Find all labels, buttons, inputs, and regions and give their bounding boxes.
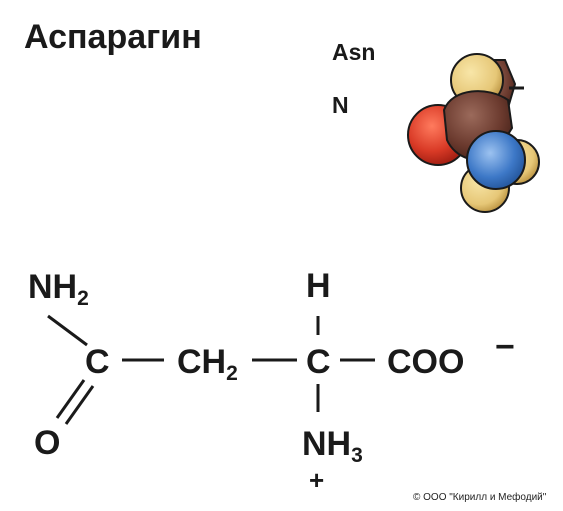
carbonyl-carbon-label: C: [85, 343, 110, 381]
carbonyl-oxygen-label: O: [34, 424, 60, 462]
amide-nh2-label: NH2: [28, 268, 89, 310]
bond-c-o-double-1: [55, 379, 86, 419]
space-filling-model: [407, 53, 540, 213]
carboxylate-label: COO: [387, 343, 464, 381]
amino-charge: +: [309, 465, 324, 495]
bond-c-o-double-2: [64, 385, 95, 425]
carboxylate-charge: −: [495, 328, 515, 366]
bonds: [47, 314, 375, 425]
alpha-carbon-label: C: [306, 343, 331, 381]
nitrogen-atom: [466, 130, 526, 190]
alpha-hydrogen-label: H: [306, 267, 331, 305]
methylene-label: CH2: [177, 343, 238, 385]
molecule-title: Аспарагин: [24, 18, 202, 56]
bond-nh2-c: [47, 314, 88, 347]
three-letter-code: Asn: [332, 39, 376, 65]
one-letter-code: N: [332, 92, 349, 118]
amino-label: NH3: [302, 425, 363, 467]
copyright-notice: © ООО "Кирилл и Мефодий": [413, 492, 547, 503]
